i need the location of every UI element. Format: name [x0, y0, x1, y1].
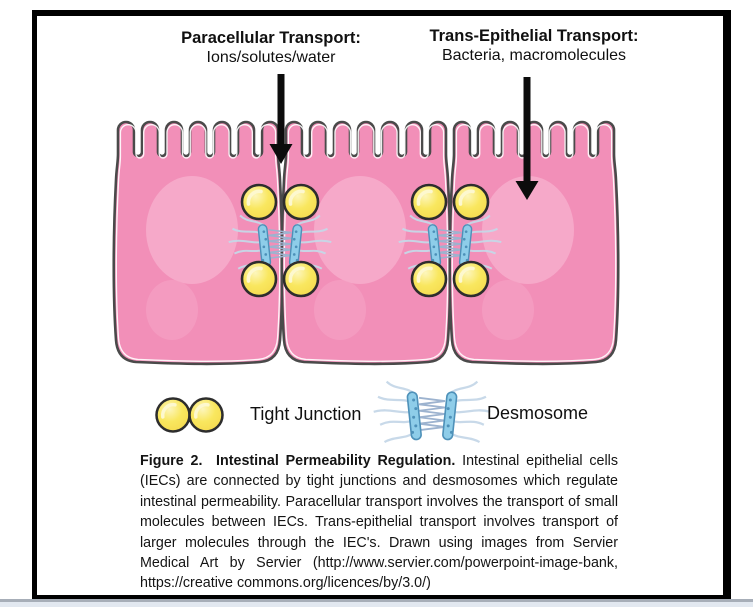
paracellular-arrow [269, 74, 293, 164]
paracellular-title: Paracellular Transport: [181, 29, 361, 47]
window-bottom-edge-strip [0, 602, 753, 607]
legend-label-desmosome: Desmosome [487, 403, 589, 423]
tight-junction-icon [282, 260, 320, 298]
window-bottom-edge-line [0, 599, 753, 602]
caption-body: Intestinal epithelial cells (IECs) are c… [140, 453, 618, 592]
tight-junction-icon [240, 183, 278, 221]
legend-label-tight-junction: Tight Junction [250, 404, 362, 424]
trans-epithelial-annotation: Trans-Epithelial Transport: Bacteria, ma… [414, 27, 654, 65]
tight-junction-icon [410, 183, 448, 221]
legend-tight-junction-icon [154, 396, 225, 434]
tight-junction-icon [410, 260, 448, 298]
tight-junction-icon [452, 260, 490, 298]
caption-figure-label: Figure 2. Intestinal Permeability Regula… [140, 453, 456, 469]
trans-epithelial-title: Trans-Epithelial Transport: [429, 27, 639, 45]
trans-epithelial-arrow [515, 77, 539, 200]
figure-caption: Figure 2. Intestinal Permeability Regula… [140, 451, 618, 594]
tight-junction-icon [240, 260, 278, 298]
trans-epithelial-subtitle: Bacteria, macromolecules [441, 47, 627, 64]
tight-junction-icon [452, 183, 490, 221]
legend-desmosome-icon [372, 380, 492, 444]
paracellular-subtitle: Ions/solutes/water [206, 49, 336, 66]
paracellular-annotation: Paracellular Transport: Ions/solutes/wat… [151, 29, 391, 67]
tight-junction-icon [282, 183, 320, 221]
